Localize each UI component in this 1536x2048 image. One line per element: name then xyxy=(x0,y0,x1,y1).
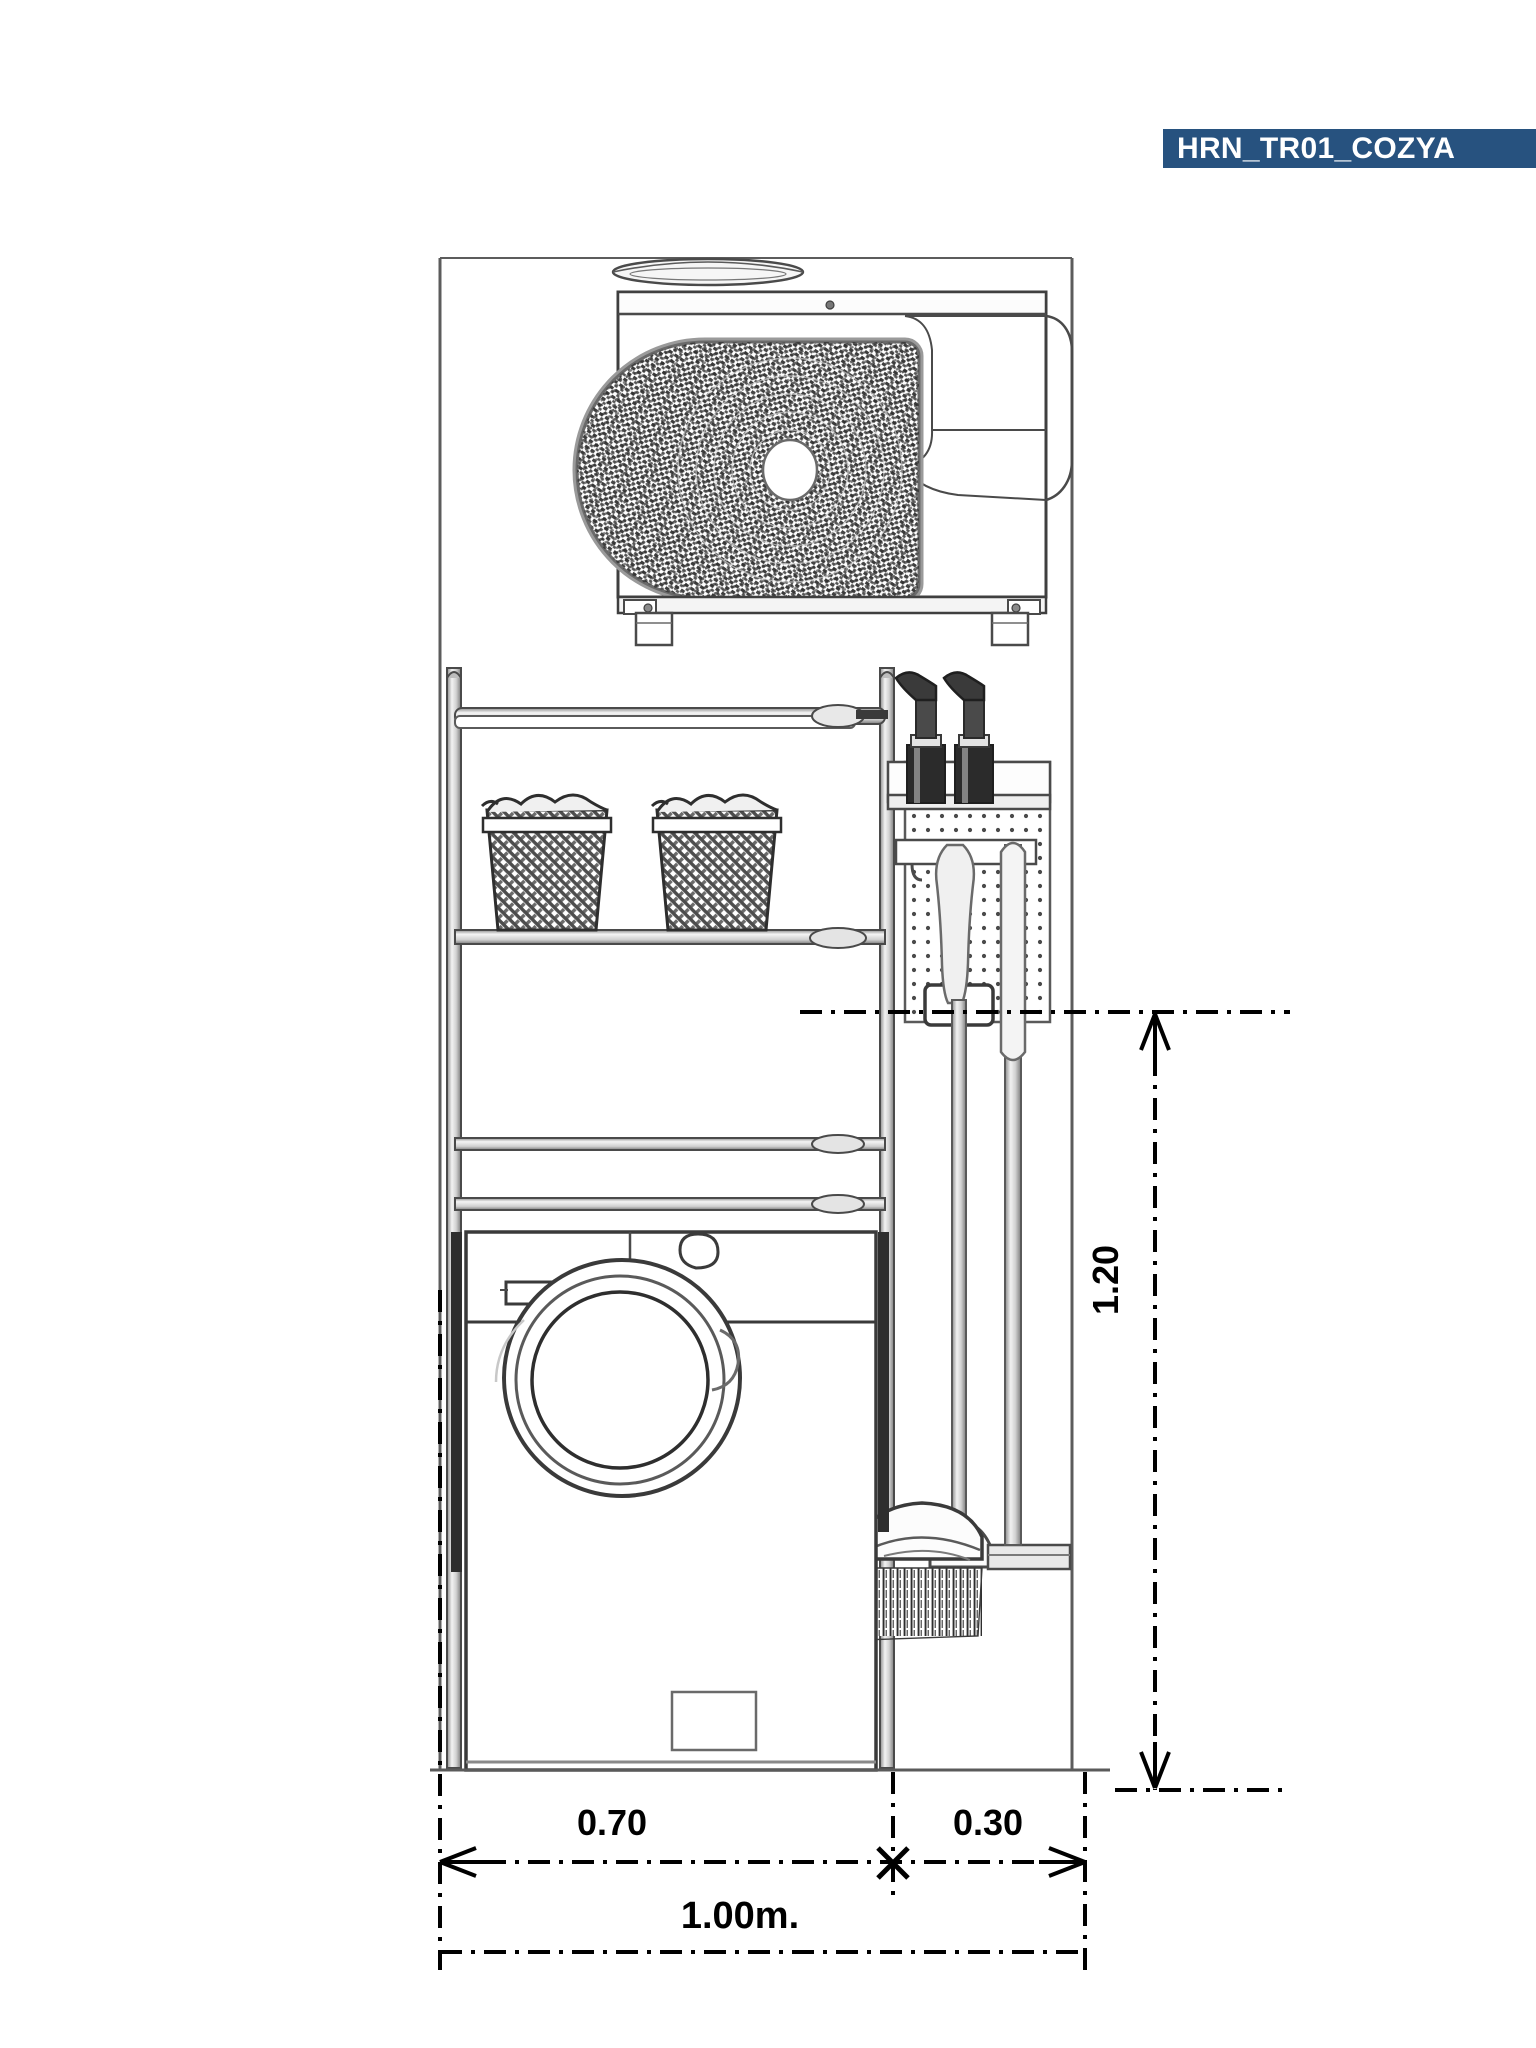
broom xyxy=(857,841,1027,1641)
storage-shelf-middle xyxy=(454,1134,886,1154)
spray-bottle-left xyxy=(894,671,946,804)
washer-door xyxy=(494,1258,742,1498)
condenser-fan-grille xyxy=(572,337,924,603)
front-load-washing-machine xyxy=(451,1230,889,1772)
wicker-basket-right xyxy=(650,793,783,932)
dimension-text-group: 0.70 0.30 1.00m. 1.20 xyxy=(577,1245,1126,1937)
dim-text-070: 0.70 xyxy=(577,1802,647,1843)
arrow-right-030 xyxy=(1039,1846,1086,1878)
arrow-left-070 xyxy=(439,1846,486,1878)
dim-text-120: 1.20 xyxy=(1085,1245,1126,1315)
arrow-down-120 xyxy=(1139,1742,1171,1789)
dim-text-100m: 1.00m. xyxy=(681,1895,799,1937)
hanging-clothes-rail xyxy=(454,704,888,729)
condenser-top-cap xyxy=(611,257,805,287)
storage-shelf-lower xyxy=(454,1194,886,1214)
drawing-title-banner: HRN_TR01_COZYA xyxy=(1163,129,1536,168)
condenser-feet xyxy=(616,595,1048,647)
drawing-title-label: HRN_TR01_COZYA xyxy=(1177,131,1456,165)
outdoor-ac-condenser-unit xyxy=(572,257,1074,647)
tick-cross-mid xyxy=(876,1846,910,1880)
spray-bottle-right xyxy=(942,671,994,804)
dim-text-030: 0.30 xyxy=(953,1802,1023,1843)
wicker-basket-left xyxy=(480,793,613,932)
dimension-lines xyxy=(438,1010,1290,1970)
storage-shelf-upper xyxy=(454,927,886,949)
arrow-up-120 xyxy=(1139,1013,1171,1060)
